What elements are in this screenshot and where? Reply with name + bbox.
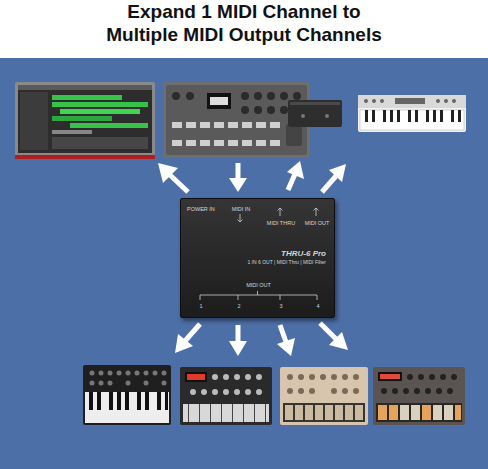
computer-daw (15, 82, 155, 159)
port-number: 2 (237, 303, 240, 309)
flow-arrows (158, 161, 348, 356)
white-keyboard (358, 95, 466, 132)
black-keyboard-synth (83, 365, 171, 425)
port-mark (316, 208, 319, 211)
grey-synth (373, 367, 465, 425)
port-mark (238, 220, 241, 223)
port-number: 3 (279, 303, 282, 309)
port-label: POWER IN (187, 206, 215, 212)
port-mark (200, 295, 317, 296)
volca-style-synth (180, 367, 272, 425)
product-name: THRU-6 Pro (281, 249, 326, 258)
port-label: MIDI IN (232, 206, 251, 212)
midi-interface (288, 100, 342, 127)
port-label: MIDI OUT (305, 220, 330, 226)
blue-panel (0, 58, 488, 469)
port-mark (200, 295, 201, 300)
beige-synth (280, 367, 368, 425)
port-mark (280, 295, 281, 300)
diagram-title: Expand 1 MIDI Channel to Multiple MIDI O… (94, 0, 394, 46)
port-mark (240, 220, 243, 223)
port-mark (314, 208, 317, 211)
port-mark (280, 208, 281, 216)
product-subtitle: 1 IN 6 OUT | MIDI Thru | MIDI Filter (247, 260, 326, 266)
port-label: MIDI OUT (246, 282, 271, 288)
port-number: 1 (199, 303, 202, 309)
port-label: MIDI THRU (267, 220, 295, 226)
port-mark (257, 291, 258, 295)
sequencer-synth (163, 82, 310, 158)
port-mark (316, 208, 317, 216)
port-mark (240, 214, 241, 222)
port-mark (238, 295, 239, 300)
thru-box-device: POWER IN MIDI IN MIDI THRU MIDI OUT THRU-6 P… (180, 198, 335, 318)
port-mark (317, 295, 318, 300)
port-mark (280, 208, 283, 211)
port-number: 4 (316, 303, 319, 309)
port-mark (278, 208, 281, 211)
